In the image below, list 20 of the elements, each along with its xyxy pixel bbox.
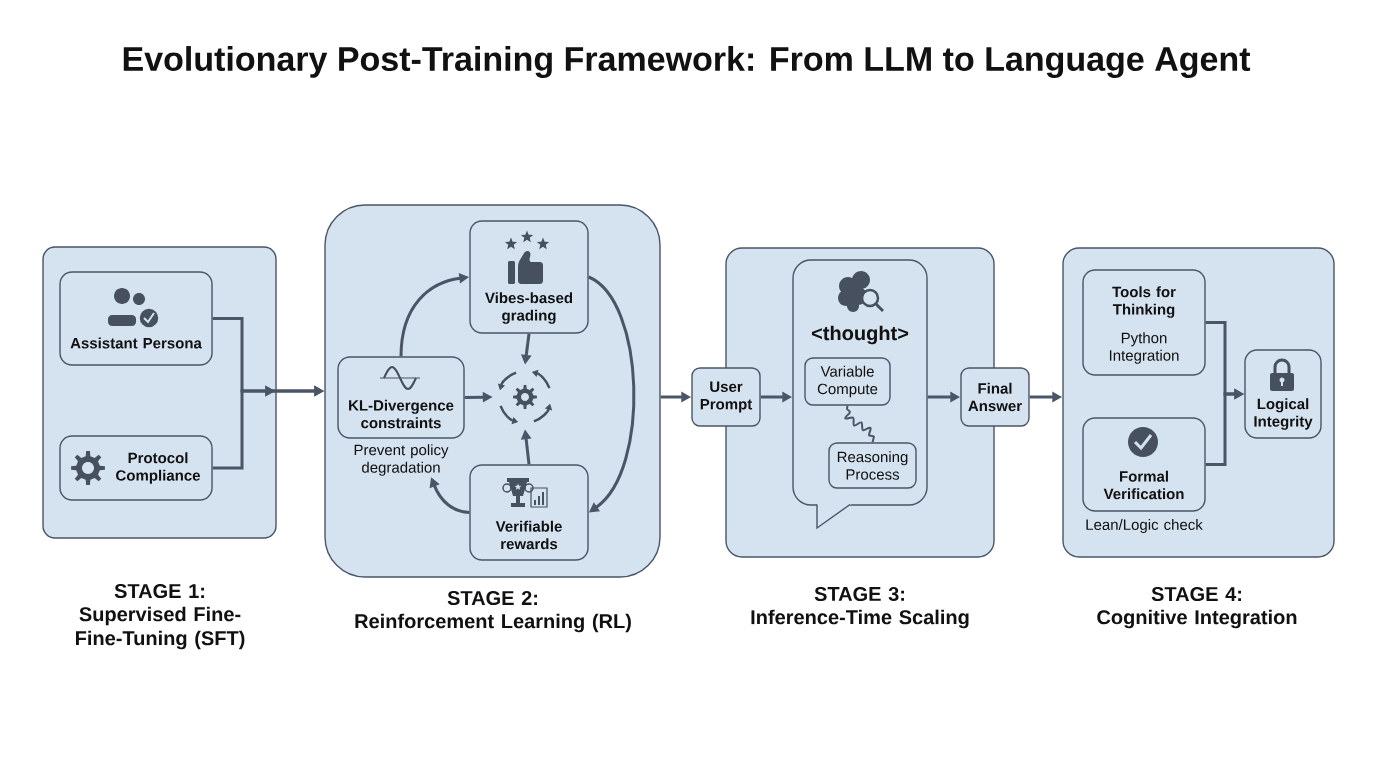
title: Evolutionary Post-Training Framework: From LLM to Language Agent (123, 46, 1251, 78)
prompt-box: User Prompt (691, 367, 761, 427)
caption-text: Lean/Logic check (1086, 519, 1203, 533)
component-box: Assistant Persona (59, 271, 213, 366)
component-box: Reasoning Process (828, 442, 917, 489)
component-box: Protocol Compliance (59, 435, 213, 501)
component-box: KL-Divergence constraints (337, 356, 465, 439)
component-box: Vibes-based grading (469, 220, 589, 334)
component-box: Tools for Thinking Python Integration (1082, 269, 1206, 376)
component-box: Variable Compute (804, 357, 891, 406)
stage-title: STAGE 2: Reinforcement Learning (RL) (355, 590, 631, 633)
stage-title: STAGE 4: Cognitive Integration (1097, 586, 1297, 629)
component-box: Formal Verification (1082, 417, 1206, 512)
answer-box: Final Answer (960, 367, 1030, 427)
stage-title: STAGE 1: Supervised Fine- Fine-Tuning (SFT) (76, 583, 245, 650)
component-box: Verifiable rewards (469, 464, 589, 561)
component-box: Logical Integrity (1244, 349, 1322, 439)
stage-title: STAGE 3: Inference-Time Scaling (751, 586, 969, 629)
arrow (587, 275, 636, 513)
caption-text: Prevent policy degradation (354, 444, 449, 476)
